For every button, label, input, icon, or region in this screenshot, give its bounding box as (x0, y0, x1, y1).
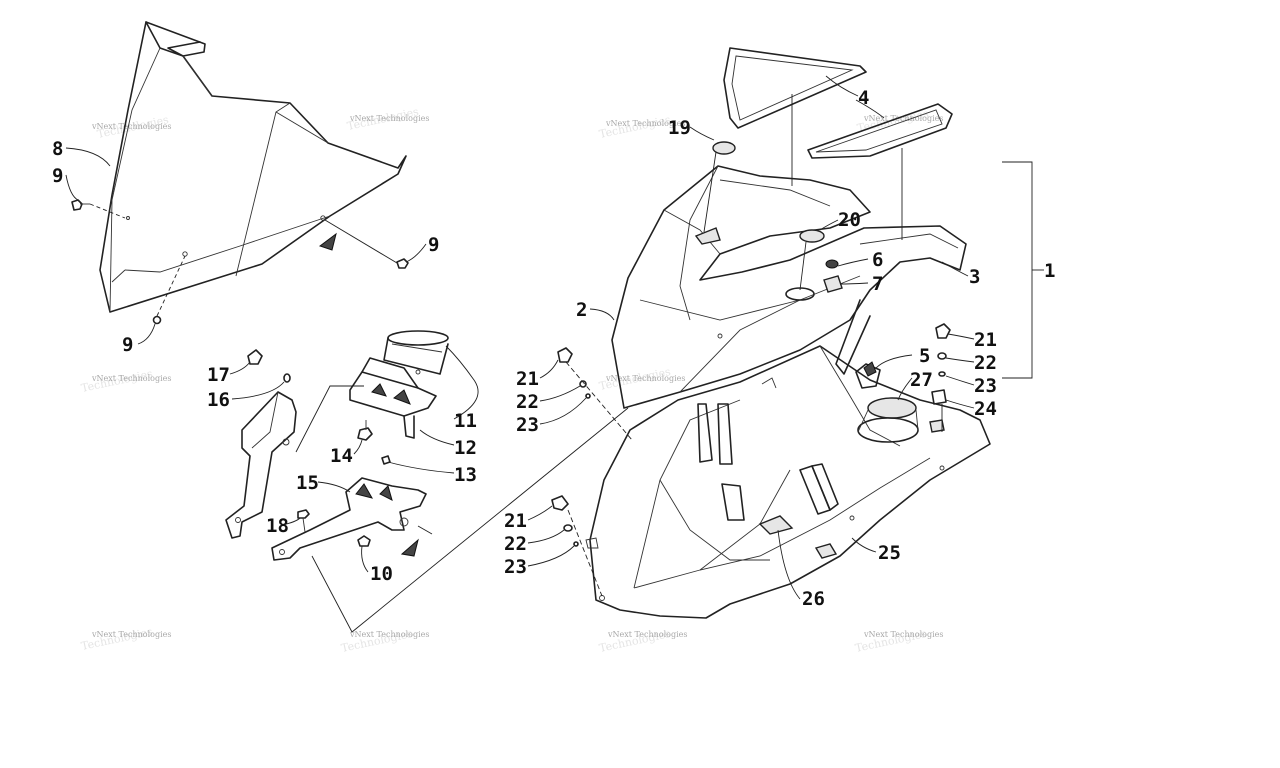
callout-5: 5 (919, 345, 930, 367)
direction-arrow (400, 538, 419, 557)
watermark-text: vNext Technologies (91, 630, 171, 639)
mount-bracket (225, 391, 297, 539)
callout-22: 22 (504, 533, 527, 555)
callout-20: 20 (838, 209, 861, 231)
callout-4: 4 (858, 87, 869, 109)
watermark-text: vNext Technologies (605, 119, 685, 128)
callout-14: 14 (330, 445, 353, 467)
callout-26: 26 (802, 588, 825, 610)
callout-11: 11 (454, 410, 477, 432)
bracket-bolt (357, 420, 373, 441)
gauge (383, 330, 449, 375)
callout-21: 21 (974, 329, 997, 351)
bracket-spacer (381, 455, 391, 465)
watermark: Technologies vNext Technologies (854, 627, 944, 655)
switch (855, 361, 881, 389)
watermark-text: vNext Technologies (91, 122, 171, 131)
callout-18: 18 (266, 515, 289, 537)
plug (825, 259, 839, 269)
callout-7: 7 (872, 273, 883, 295)
watermark-text: vNext Technologies (605, 374, 685, 383)
callout-1: 1 (1044, 260, 1055, 282)
callout-9: 9 (428, 234, 439, 256)
callout-25: 25 (878, 542, 901, 564)
callout-12: 12 (454, 437, 477, 459)
upper-hood (611, 165, 967, 409)
direction-arrow (318, 232, 337, 251)
watermark-text: vNext Technologies (863, 114, 943, 123)
bracket-washer (283, 373, 291, 383)
callout-23: 23 (974, 375, 997, 397)
callout-23: 23 (516, 414, 539, 436)
watermark: Technologies vNext Technologies (80, 625, 172, 653)
plug (823, 275, 843, 293)
support-bracket (271, 477, 427, 561)
plug (703, 141, 736, 233)
watermark-text: vNext Technologies (607, 630, 687, 639)
callout-3: 3 (969, 266, 980, 288)
callout-10: 10 (370, 563, 393, 585)
callout-24: 24 (974, 398, 997, 420)
fastener-set (557, 347, 633, 441)
callout-21: 21 (504, 510, 527, 532)
callout-19: 19 (668, 117, 691, 139)
windshield (99, 21, 407, 313)
callout-15: 15 (296, 472, 319, 494)
watermark-text: vNext Technologies (349, 630, 429, 639)
watermark: Technologies vNext Technologies (346, 105, 430, 133)
gauge-bracket (349, 357, 437, 439)
windshield-screw (71, 199, 126, 219)
callout-9: 9 (52, 165, 63, 187)
windshield-screw (324, 219, 409, 269)
watermark-text: vNext Technologies (91, 374, 171, 383)
boot (857, 397, 919, 443)
callout-6: 6 (872, 249, 883, 271)
window-panel (807, 103, 953, 159)
lower-hood (585, 345, 991, 619)
windshield-grommet (152, 255, 186, 325)
watermark: Technologies vNext Technologies (80, 367, 172, 395)
callout-22: 22 (974, 352, 997, 374)
callout-8: 8 (52, 138, 63, 160)
callout-16: 16 (207, 389, 230, 411)
callout-13: 13 (454, 464, 477, 486)
callout-9: 9 (122, 334, 133, 356)
callout-17: 17 (207, 364, 230, 386)
bracket-bolt (297, 509, 310, 533)
watermark: Technologies vNext Technologies (598, 627, 688, 655)
watermark-text: vNext Technologies (349, 114, 429, 123)
watermark: Technologies vNext Technologies (598, 365, 686, 393)
window-panel (723, 47, 867, 129)
callout-21: 21 (516, 368, 539, 390)
plug (785, 229, 825, 301)
watermark: Technologies vNext Technologies (91, 113, 171, 141)
fastener-set (551, 495, 603, 597)
watermark: Technologies vNext Technologies (856, 107, 944, 135)
bracket-bolt-top (247, 349, 263, 365)
callout-leaders (65, 75, 975, 600)
callout-27: 27 (910, 369, 933, 391)
bracket-nut (357, 535, 371, 547)
fastener-set (931, 323, 951, 432)
callout-23: 23 (504, 556, 527, 578)
watermark-text: vNext Technologies (863, 630, 943, 639)
callout-labels: 1 2 3 4 5 6 7 8 9 9 9 10 11 12 13 14 15 … (52, 87, 1055, 610)
callout-2: 2 (576, 299, 587, 321)
callout-22: 22 (516, 391, 539, 413)
